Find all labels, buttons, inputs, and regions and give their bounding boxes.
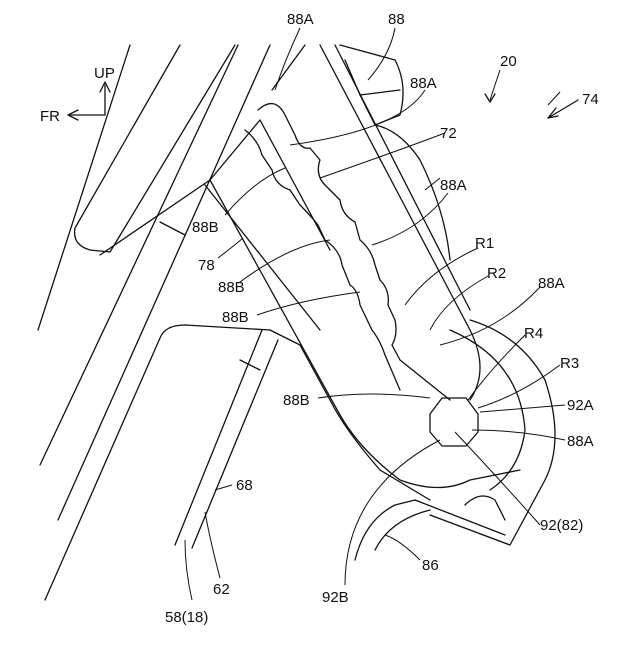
leader-88B-4 (318, 394, 430, 398)
pivot-octagon (430, 398, 478, 446)
label-88B-4: 88B (283, 392, 310, 409)
member-62-line-2 (192, 340, 278, 548)
pivot-92 (430, 398, 478, 446)
label-58-18: 58(18) (165, 609, 208, 626)
label-88A-5: 88A (567, 433, 594, 450)
leader-92-82 (455, 432, 540, 525)
label-88A-4: 88A (538, 275, 565, 292)
bracket-88-line (360, 90, 400, 95)
outer-edge-line (38, 45, 130, 330)
arrow-20-head (485, 94, 495, 102)
leader-62 (205, 512, 220, 578)
housing-inner (450, 330, 525, 490)
label-72: 72 (440, 125, 457, 142)
label-R3: R3 (560, 355, 579, 372)
leader-86 (385, 535, 420, 560)
up-label: UP (94, 65, 115, 82)
reference-labels: 88A 88 20 74 88A 72 88A 88B 78 R1 R2 88A… (165, 11, 599, 626)
lower-frame-left (45, 338, 160, 600)
leader-R2 (430, 276, 488, 330)
fr-label: FR (40, 108, 60, 125)
label-92-82: 92(82) (540, 517, 583, 534)
label-86: 86 (422, 557, 439, 574)
leader-78 (218, 238, 243, 258)
housing-base (415, 500, 505, 535)
lower-frame (45, 325, 430, 600)
label-78: 78 (198, 257, 215, 274)
lower-frame-top (160, 325, 270, 338)
label-88A-2: 88A (410, 75, 437, 92)
member-62-line-1 (175, 330, 262, 545)
label-92A: 92A (567, 397, 594, 414)
arrow-74 (548, 100, 578, 118)
lower-bracket (270, 330, 330, 400)
label-88B-2: 88B (218, 279, 245, 296)
label-R1: R1 (475, 235, 494, 252)
label-88A-top: 88A (287, 11, 314, 28)
arm-88-serrated-lower (245, 130, 400, 390)
leader-88A-6 (472, 430, 565, 440)
arm-88 (210, 45, 520, 488)
label-R4: R4 (524, 325, 543, 342)
leader-88A-3 (320, 133, 445, 178)
arm-88-outer-edge (320, 45, 480, 400)
label-88A-3: 88A (440, 177, 467, 194)
label-88B-3: 88B (222, 309, 249, 326)
lever-86-top (375, 510, 430, 550)
leader-20 (490, 70, 500, 100)
leader-88B-1 (225, 168, 285, 215)
label-92B: 92B (322, 589, 349, 606)
leader-58 (185, 540, 192, 600)
bracket-88 (340, 45, 403, 125)
label-62: 62 (213, 581, 230, 598)
direction-indicator: UP FR (40, 65, 115, 125)
leader-74-arrow (548, 92, 560, 105)
label-20: 20 (500, 53, 517, 70)
frame-line-a (40, 45, 238, 465)
leader-88B-3 (257, 292, 360, 315)
housing-nub (465, 496, 505, 520)
label-R2: R2 (487, 265, 506, 282)
label-74: 74 (582, 91, 599, 108)
arm-88-serrated-upper (258, 104, 450, 400)
label-88: 88 (388, 11, 405, 28)
link-78 (205, 120, 330, 330)
label-88B-1: 88B (192, 219, 219, 236)
frame-cross-1 (160, 222, 185, 235)
member-cross (240, 360, 260, 370)
housing-outer (430, 320, 555, 545)
label-68: 68 (236, 477, 253, 494)
